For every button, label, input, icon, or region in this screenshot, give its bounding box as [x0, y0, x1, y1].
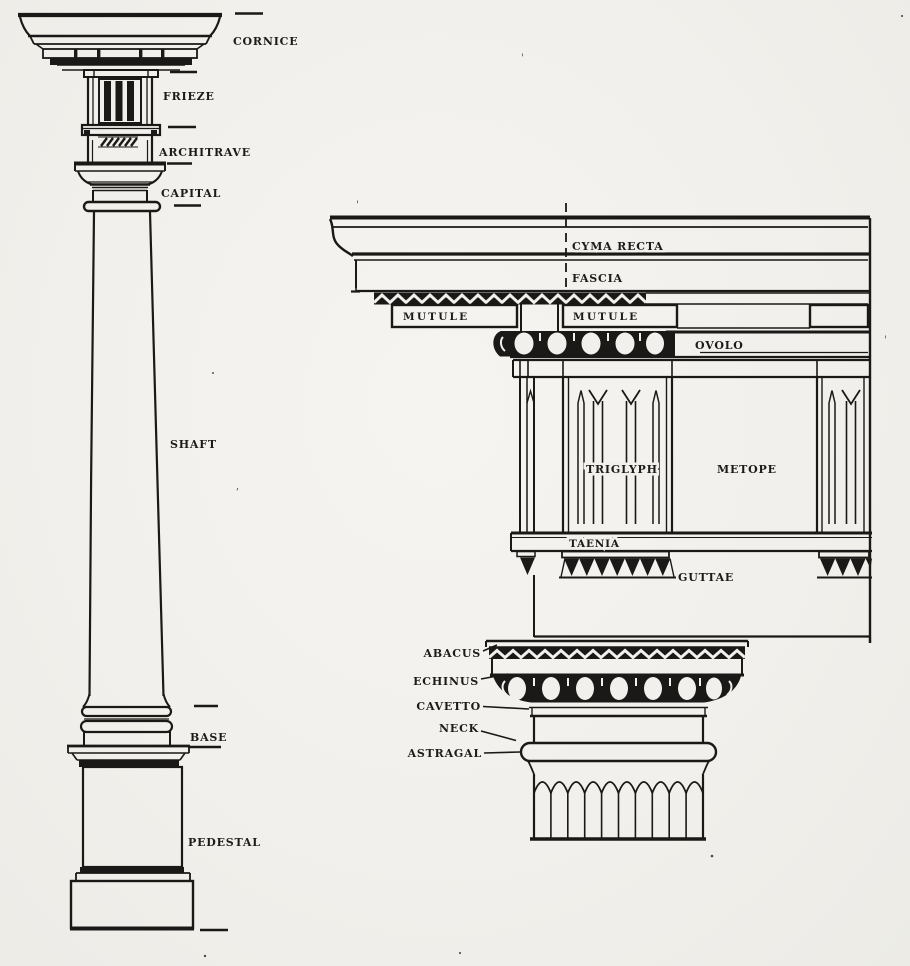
frieze-drawing	[80, 77, 162, 137]
mutule-block-3	[808, 303, 870, 329]
speck-mark: ,	[236, 481, 239, 492]
label-guttae: GUTTAE	[678, 571, 734, 584]
abacus-zigzag	[488, 648, 746, 660]
speck-mark: '	[521, 53, 524, 64]
speck-dot	[900, 14, 904, 18]
capital-drawing	[74, 161, 166, 213]
neck-leader	[480, 730, 517, 742]
frieze-cap-band	[512, 358, 870, 379]
label-echinus: ECHINUS	[413, 675, 479, 688]
speck-dot	[458, 951, 462, 955]
label-cornice: CORNICE	[233, 35, 298, 48]
cornice-drawing	[18, 12, 222, 78]
frieze-section	[519, 377, 865, 533]
shaft-drawing	[88, 211, 165, 697]
flute-arches	[533, 781, 704, 796]
label-mutule-1: MUTULE	[403, 311, 469, 323]
taenia-band	[510, 531, 872, 553]
label-frieze: FRIEZE	[163, 90, 215, 103]
label-abacus: ABACUS	[423, 647, 481, 660]
speck-mark: '	[884, 335, 887, 346]
label-pedestal: PEDESTAL	[188, 836, 261, 849]
speck-mark: '	[356, 200, 359, 211]
label-neck: NECK	[439, 722, 479, 735]
corner-gutta	[520, 557, 535, 575]
triglyph-groove-chevron	[588, 389, 608, 406]
fluted-shaft-drawing	[530, 774, 706, 841]
astragal-leader	[483, 751, 521, 754]
left-labels: CORNICE FRIEZE ARCHITRAVE CAPITAL SHAFT …	[158, 35, 298, 849]
cavetto-leader	[482, 705, 530, 710]
guttae-left-group	[564, 558, 671, 576]
cornice-zigzag-band	[372, 292, 870, 305]
neck-face	[532, 716, 705, 743]
guttae-row	[516, 550, 872, 579]
cornice-section	[328, 215, 870, 293]
capital-label-leaders	[480, 644, 530, 754]
ovolo-band	[493, 330, 870, 359]
regula-right	[818, 550, 870, 559]
label-shaft: SHAFT	[170, 438, 217, 451]
entablature-detail-diagram	[328, 203, 872, 841]
scan-specks: ' ' ' ,	[203, 14, 904, 958]
label-capital: CAPITAL	[161, 187, 221, 200]
label-metope: METOPE	[717, 463, 777, 476]
guttae-right-group	[820, 558, 872, 576]
mutule-block-2	[561, 303, 679, 329]
label-triglyph: TRIGLYPH	[586, 463, 658, 476]
speck-dot	[710, 854, 714, 858]
detail-labels: CYMA RECTA FASCIA MUTULE MUTULE OVOLO TR…	[403, 238, 777, 761]
speck-dot	[212, 372, 214, 374]
label-architrave: ARCHITRAVE	[158, 146, 251, 159]
architrave-drawing	[86, 135, 154, 163]
regula-left	[561, 550, 670, 559]
base-drawing	[79, 693, 174, 747]
label-ovolo: OVOLO	[695, 339, 744, 352]
architrave-face	[533, 575, 872, 643]
label-taenia: TAENIA	[569, 538, 620, 550]
mutule-row	[390, 303, 870, 331]
pedestal-drawing	[67, 744, 195, 931]
label-cyma-recta: CYMA RECTA	[572, 240, 664, 253]
mutule-block-1	[390, 303, 519, 329]
left-reference-ticks	[167, 12, 263, 932]
speck-dot	[203, 954, 207, 958]
left-column-diagram	[18, 12, 263, 932]
capital-detail-drawing	[485, 639, 749, 775]
label-cavetto: CAVETTO	[416, 700, 481, 713]
abacus-leader	[482, 644, 498, 652]
triglyph-groove-chevron	[621, 389, 641, 406]
label-mutule-2: MUTULE	[573, 311, 639, 323]
label-base: BASE	[190, 731, 227, 744]
via-strip	[520, 304, 559, 331]
label-astragal: ASTRAGAL	[407, 747, 482, 760]
astragal-ring	[519, 741, 718, 763]
label-fascia: FASCIA	[572, 272, 623, 285]
echinus-leader	[480, 673, 509, 680]
